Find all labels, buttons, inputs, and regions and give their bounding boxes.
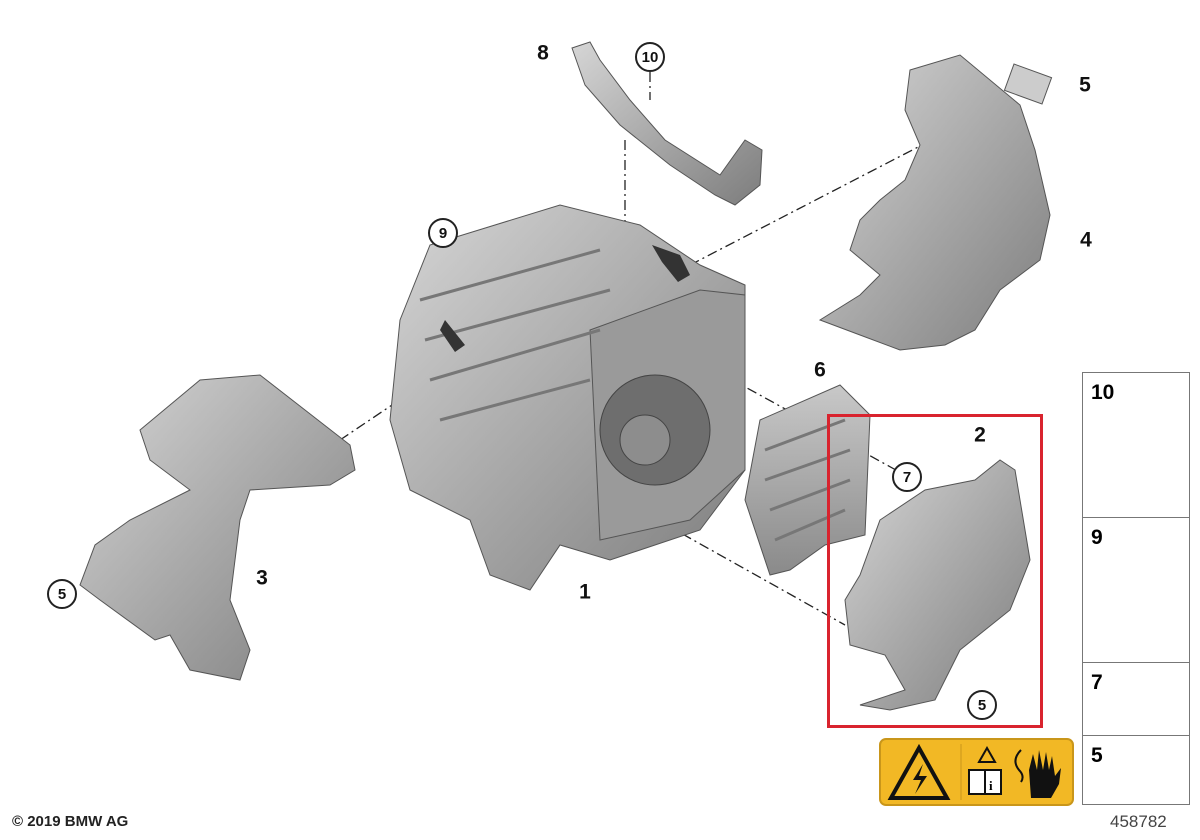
warning-icons: i <box>887 743 1061 800</box>
highlight-frame <box>827 414 1043 728</box>
high-voltage-warning-label: i <box>879 738 1074 806</box>
read-manual-icon: i <box>968 745 1002 795</box>
svg-text:i: i <box>989 778 993 793</box>
cover-right-part <box>818 54 1051 351</box>
callout-2[interactable]: 2 <box>974 423 986 447</box>
callout-9[interactable]: 9 <box>428 218 458 248</box>
gasket-part <box>744 384 871 576</box>
legend-number: 5 <box>1091 744 1103 767</box>
legend-number: 7 <box>1091 671 1103 694</box>
legend-row-7[interactable]: 7 <box>1083 663 1189 736</box>
callout-8[interactable]: 8 <box>537 41 549 65</box>
callout-6[interactable]: 6 <box>814 358 826 382</box>
callout-5-top[interactable]: 5 <box>1079 73 1091 97</box>
cover-left-part <box>79 374 356 681</box>
legend-row-5[interactable]: 5 <box>1083 736 1189 804</box>
legend-row-10[interactable]: 10 <box>1083 373 1189 518</box>
callout-7[interactable]: 7 <box>892 462 922 492</box>
copyright-text: © 2019 BMW AG <box>12 813 129 830</box>
image-number: 458782 <box>1110 812 1167 831</box>
callout-5-highlighted[interactable]: 5 <box>967 690 997 720</box>
electric-motor-part <box>389 204 746 591</box>
callout-1[interactable]: 1 <box>579 580 591 604</box>
high-voltage-icon <box>887 743 951 800</box>
callout-5-left[interactable]: 5 <box>47 579 77 609</box>
fastener-legend: 10 9 7 5 <box>1082 372 1190 805</box>
legend-number: 10 <box>1091 381 1115 404</box>
callout-10[interactable]: 10 <box>635 42 665 72</box>
no-touch-hand-icon <box>1014 749 1061 798</box>
cover-highlighted-part <box>844 459 1031 711</box>
clip-top-part <box>1003 63 1053 105</box>
bracket-part <box>571 41 763 206</box>
legend-number: 9 <box>1091 526 1103 549</box>
legend-row-9[interactable]: 9 <box>1083 518 1189 663</box>
callout-4[interactable]: 4 <box>1080 228 1092 252</box>
callout-3[interactable]: 3 <box>256 566 268 590</box>
